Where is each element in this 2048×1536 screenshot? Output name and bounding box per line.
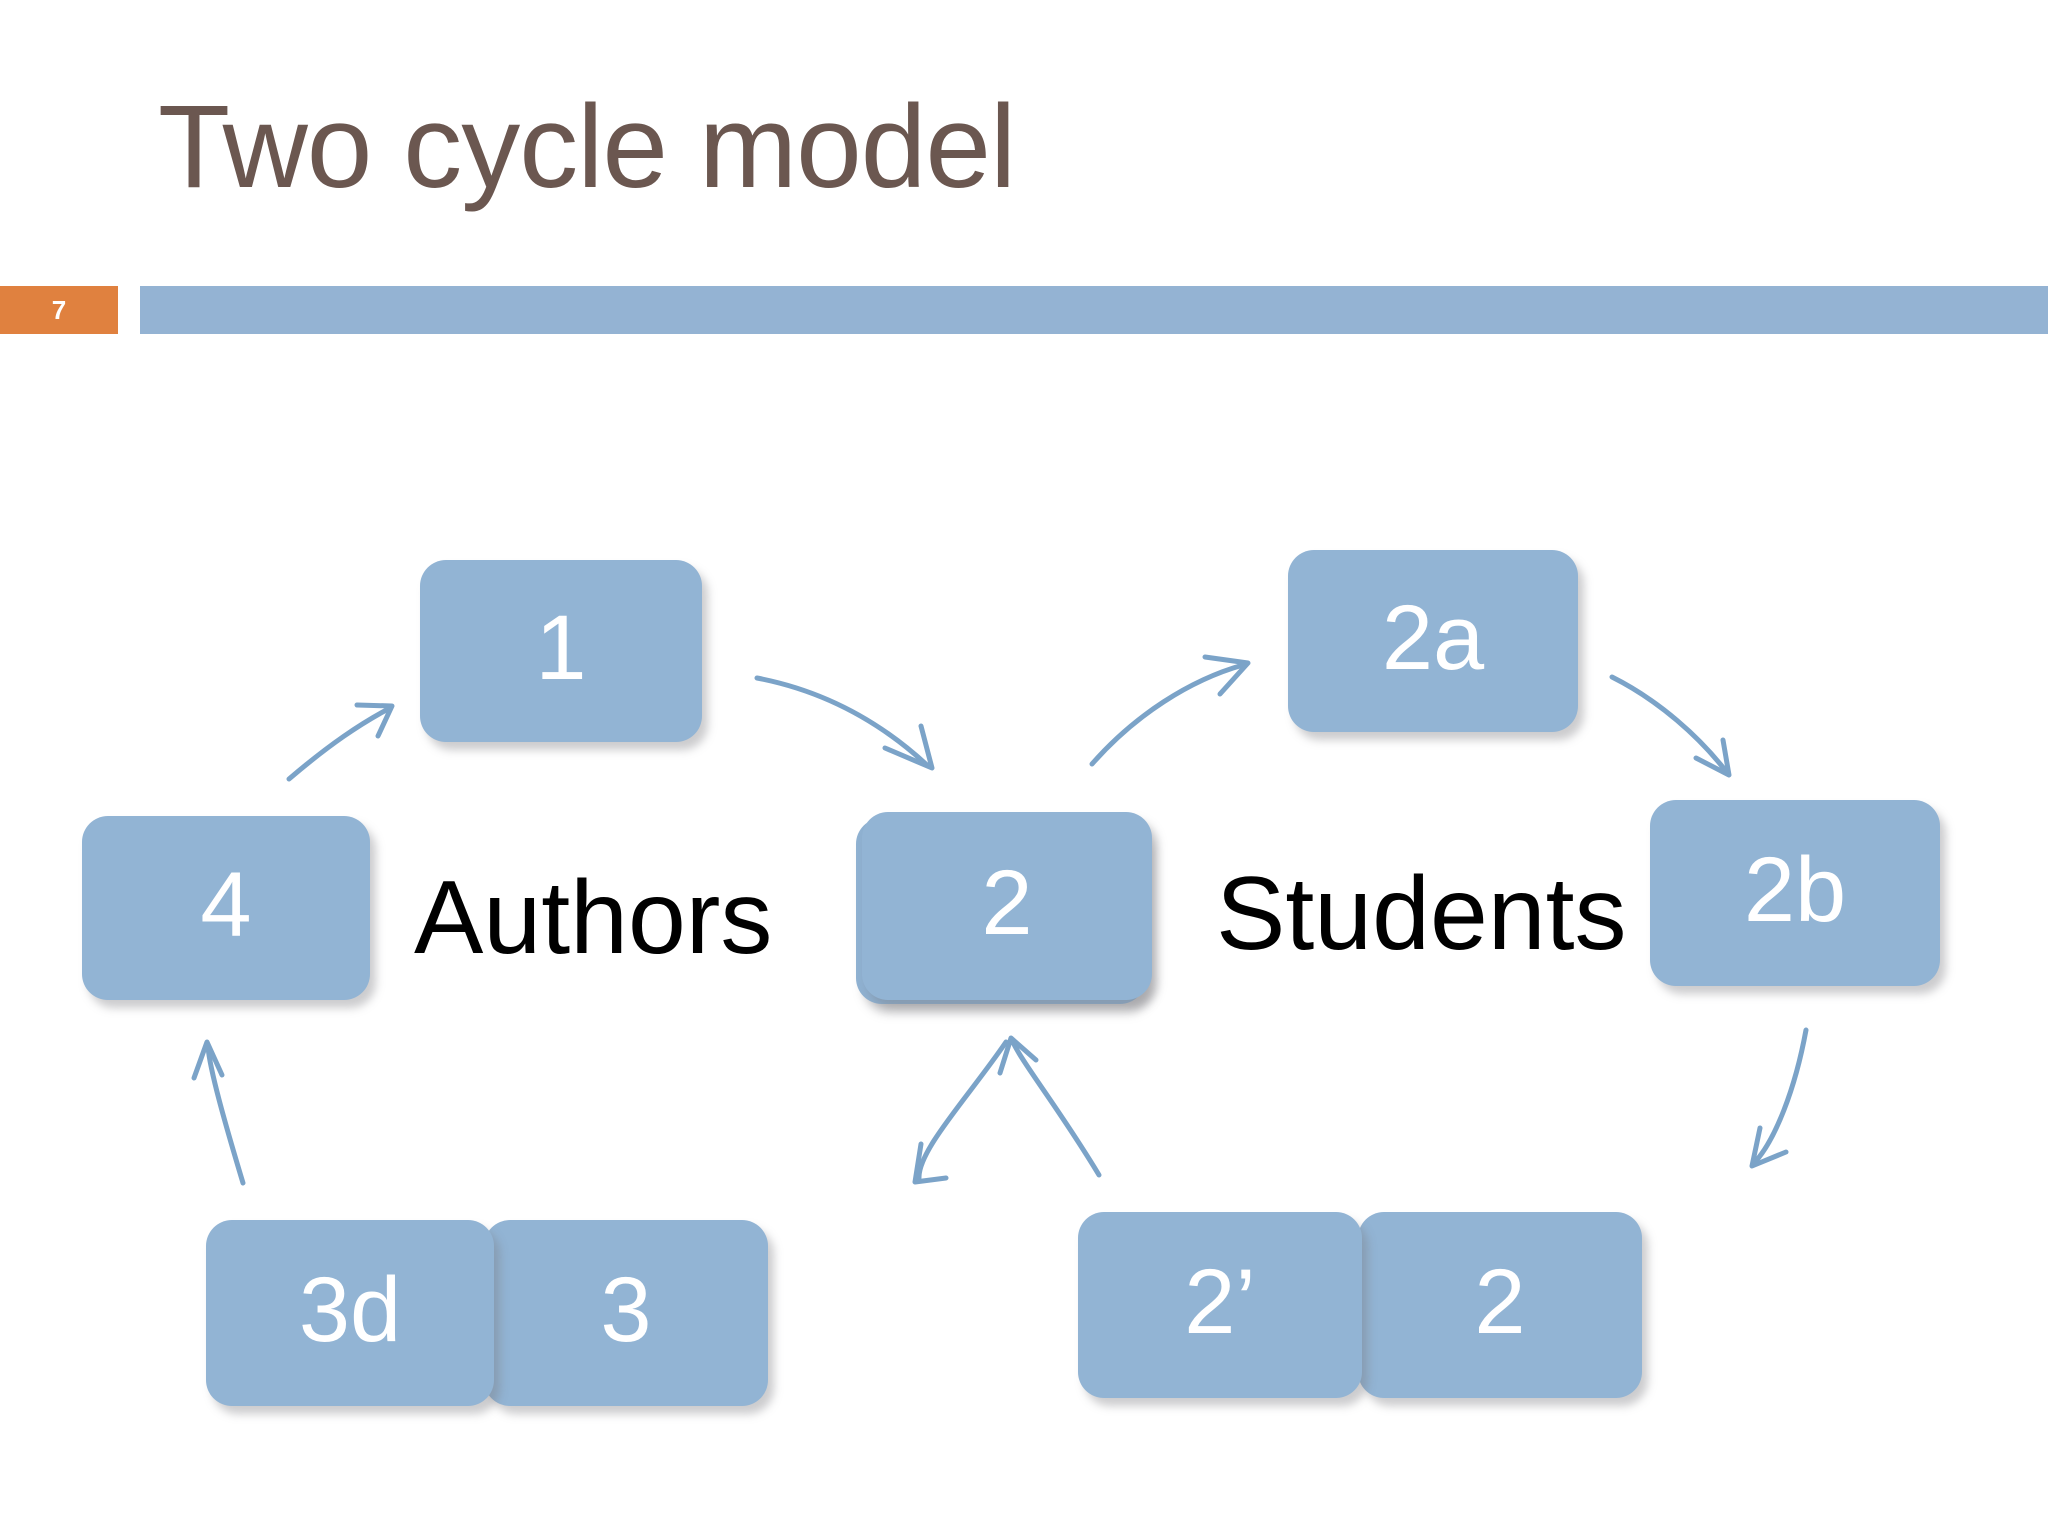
arrow-2p-to-2 bbox=[997, 1035, 1102, 1178]
node-2b[interactable]: 2b bbox=[1650, 800, 1940, 986]
arrow-4-to-1 bbox=[286, 702, 395, 782]
header-accent-bar bbox=[140, 286, 2048, 334]
arrow-2-to-3 bbox=[912, 1039, 1009, 1185]
node-2-center[interactable]: 2 bbox=[862, 812, 1152, 1000]
cycle-label-authors: Authors bbox=[414, 860, 773, 976]
cycle-label-students: Students bbox=[1216, 856, 1627, 972]
node-3-label: 3 bbox=[600, 1259, 652, 1361]
arrow-1-to-2 bbox=[754, 675, 935, 771]
arrow-2-to-2a bbox=[1089, 654, 1251, 767]
arrow-2b-to-2 bbox=[1749, 1027, 1809, 1169]
node-1-label: 1 bbox=[535, 597, 587, 699]
node-3d[interactable]: 3d bbox=[206, 1220, 494, 1406]
node-2-prime-label: 2’ bbox=[1184, 1251, 1256, 1353]
node-3d-label: 3d bbox=[298, 1259, 402, 1361]
node-2-prime[interactable]: 2’ bbox=[1078, 1212, 1362, 1398]
node-2a-label: 2a bbox=[1381, 587, 1485, 689]
page-title: Two cycle model bbox=[158, 81, 1016, 213]
node-1[interactable]: 1 bbox=[420, 560, 702, 742]
node-4-label: 4 bbox=[200, 854, 252, 956]
node-3[interactable]: 3 bbox=[484, 1220, 768, 1406]
node-2-bottom-label: 2 bbox=[1474, 1251, 1526, 1353]
arrow-3d-to-4 bbox=[191, 1039, 246, 1186]
node-2-center-label: 2 bbox=[981, 852, 1033, 954]
node-2a[interactable]: 2a bbox=[1288, 550, 1578, 732]
node-2-bottom[interactable]: 2 bbox=[1358, 1212, 1642, 1398]
arrow-2a-to-2b bbox=[1609, 674, 1732, 778]
node-2b-label: 2b bbox=[1743, 839, 1847, 941]
node-4[interactable]: 4 bbox=[82, 816, 370, 1000]
slide-number-badge: 7 bbox=[0, 286, 118, 334]
